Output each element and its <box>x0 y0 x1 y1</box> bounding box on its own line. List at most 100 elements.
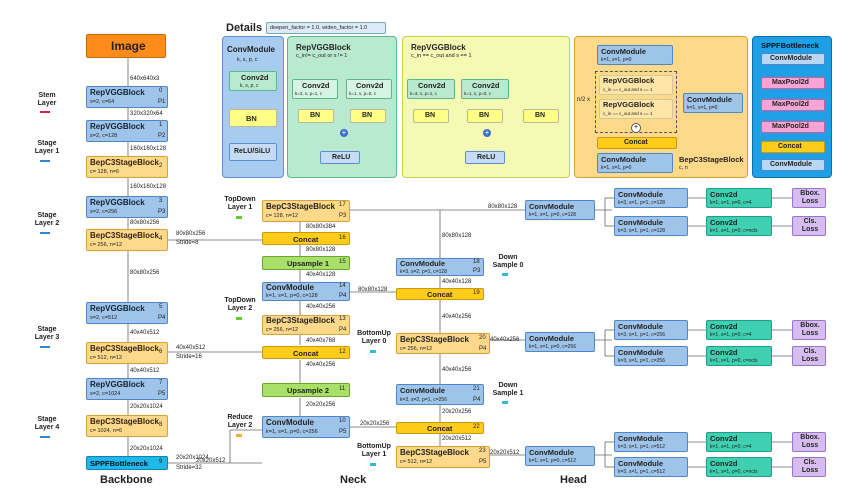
block-params: c= 256, n=12 <box>266 327 299 333</box>
backbone-label: Backbone <box>100 474 153 486</box>
dim-label: 80x80x256 <box>176 231 206 237</box>
block-name: BN <box>535 112 546 119</box>
head-convmodule-p5: ConvModule k=1, s=1, p=0, c=512 <box>525 446 595 466</box>
dim-label: 20x20x256 <box>306 402 336 408</box>
stage-marker <box>236 216 242 219</box>
block-params: k=1, s=1, p=0, c=ncls <box>710 358 758 364</box>
dim-label: 40x40x128 <box>306 272 336 278</box>
block-params: k=3, s=1, p=1, c=256 <box>618 358 665 364</box>
block-params: s=2, c=64 <box>90 99 115 105</box>
stage-marker <box>40 346 50 348</box>
block-index: 22 <box>473 424 480 430</box>
block-name: Conv2d <box>356 81 384 90</box>
detail-convmodule-bottom: ConvModule k=1, s=1, p=0 <box>597 153 673 173</box>
cls-loss-p4: Cls. Loss <box>792 346 826 366</box>
neck-block-12: Concat 12 <box>262 346 350 359</box>
block-name: ConvModule <box>618 434 663 443</box>
add-icon: + <box>631 123 641 133</box>
block-params: k=1, s=1, p=0, c=512 <box>529 458 576 464</box>
dim-label: 640x640x3 <box>130 76 160 82</box>
block-params: s=2, c=256 <box>90 209 118 215</box>
block-level: P5 <box>479 459 487 465</box>
block-name: Conv2d <box>710 190 738 199</box>
block-params: k=1, s=1, p=0, c=128 <box>266 293 318 299</box>
block-name: ConvModule <box>529 202 574 211</box>
cls-loss-p5: Cls. Loss <box>792 457 826 477</box>
block-name: BepC3StageBlock <box>90 417 159 426</box>
dim-label: 40x40x512 <box>130 330 160 336</box>
neck-label-downsample1: Down Sample 1 <box>492 382 524 397</box>
panel-title: ConvModule <box>227 45 275 54</box>
backbone-block-5: RepVGGBlock s=2, c=512 5 P4 <box>86 302 168 324</box>
dim-label: 80x80x128 <box>488 204 518 210</box>
neck-block-22: Concat 22 <box>396 422 484 434</box>
detail-maxpool-1: MaxPool2d <box>761 77 825 89</box>
block-level: P5 <box>339 429 347 435</box>
neck-label: Neck <box>340 474 367 486</box>
block-name: BepC3StageBlock <box>266 202 335 211</box>
block-name: BepC3StageBlock <box>400 335 469 344</box>
block-params: k=1, s=1, p=0 <box>601 57 632 63</box>
block-name: Conv2d <box>710 459 738 468</box>
dim-label: 20x20x256 <box>442 409 472 415</box>
block-name: SPPFBottleneck <box>90 459 148 468</box>
block-params: c= 128, n=6 <box>90 169 120 175</box>
detail-sppf-panel: SPPFBottleneck ConvModule MaxPool2d MaxP… <box>752 36 832 178</box>
block-name: ConvModule <box>400 386 445 395</box>
neck-block-10: ConvModule k=1, s=1, p=0, c=256 10 P5 <box>262 416 350 438</box>
block-params: c= 128, n=12 <box>266 213 299 219</box>
block-index: 12 <box>339 349 346 355</box>
block-name: RepVGGBlock <box>603 100 655 109</box>
bbox-loss-p5: Bbox. Loss <box>792 432 826 452</box>
stage-label-2: Stage Layer 2 <box>34 212 60 227</box>
block-params: k=3, s=1, p=1, c=256 <box>618 332 665 338</box>
loss-label: Bbox. Loss <box>800 322 820 337</box>
block-params: k=1, s=1, p=0, c=4 <box>710 444 752 450</box>
block-params: c_in == c_out and s == 1 <box>603 87 653 92</box>
dim-label: 40x40x512 <box>130 368 160 374</box>
backbone-block-0: RepVGGBlock s=2, c=64 0 P1 <box>86 86 168 108</box>
block-params: k=3, s=1, p=1, c=512 <box>618 469 665 475</box>
bbox-loss-p4: Bbox. Loss <box>792 320 826 340</box>
details-note: deepen_factor = 1.0, widen_factor = 1.0 <box>270 25 368 31</box>
neck-block-17: BepC3StageBlock c= 128, n=12 17 P3 <box>262 200 350 222</box>
block-name: Concat <box>427 424 453 433</box>
backbone-block-6: BepC3StageBlock c= 512, n=12 6 <box>86 342 168 364</box>
dim-label: 80x80x128 <box>306 247 336 253</box>
block-params: k=1, s=1, p=0, c=256 <box>266 429 318 435</box>
stride-label: Stride=8 <box>176 240 199 246</box>
panel-title: RepVGGBlock <box>411 43 466 52</box>
stage-label-3: Stage Layer 3 <box>34 326 60 341</box>
block-params: k=1, s=1, p=0, c=256 <box>529 344 576 350</box>
detail-sppf-convmodule-1: ConvModule <box>761 53 825 65</box>
block-name: ConvModule <box>400 259 445 268</box>
neck-block-20: BepC3StageBlock c= 256, n=12 20 P4 <box>396 333 490 354</box>
block-index: 23 <box>479 448 486 454</box>
dim-label: 40x40x512 <box>176 345 206 351</box>
dim-label: 20x20x1024 <box>130 446 163 452</box>
stage-marker <box>502 401 508 404</box>
head-reg-conv-p5: ConvModule k=3, s=1, p=1, c=512 <box>614 432 688 452</box>
stage-marker <box>40 436 50 438</box>
block-name: ConvModule <box>618 322 663 331</box>
block-index: 2 <box>159 163 163 169</box>
detail-repvgg-a-panel: RepVGGBlock c_in!= c_out or s != 1 Conv2… <box>287 36 397 178</box>
block-name: RepVGGBlock <box>90 88 145 97</box>
block-index: 19 <box>473 290 480 296</box>
block-name: ReLU <box>332 154 351 161</box>
block-level: P4 <box>473 397 481 403</box>
block-name: BepC3StageBlock <box>90 231 159 240</box>
block-name: Concat <box>427 290 453 299</box>
head-conv2d-cls-p3: Conv2d k=1, s=1, p=0, c=ncls <box>706 216 772 236</box>
block-level: P1 <box>158 99 166 105</box>
neck-label-topdown1: TopDown Layer 1 <box>224 196 256 211</box>
block-level: P4 <box>339 327 347 333</box>
stage-marker <box>40 111 50 113</box>
stride-label: Stride=16 <box>176 354 202 360</box>
head-cls-conv-p5: ConvModule k=3, s=1, p=1, c=512 <box>614 457 688 477</box>
dim-label: 20x20x1024 <box>176 455 209 461</box>
block-name: RepVGGBlock <box>90 380 145 389</box>
dim-label: 20x20x1024 <box>130 404 163 410</box>
detail-relu: ReLU <box>320 151 360 164</box>
dim-label: 40x40x256 <box>442 367 472 373</box>
